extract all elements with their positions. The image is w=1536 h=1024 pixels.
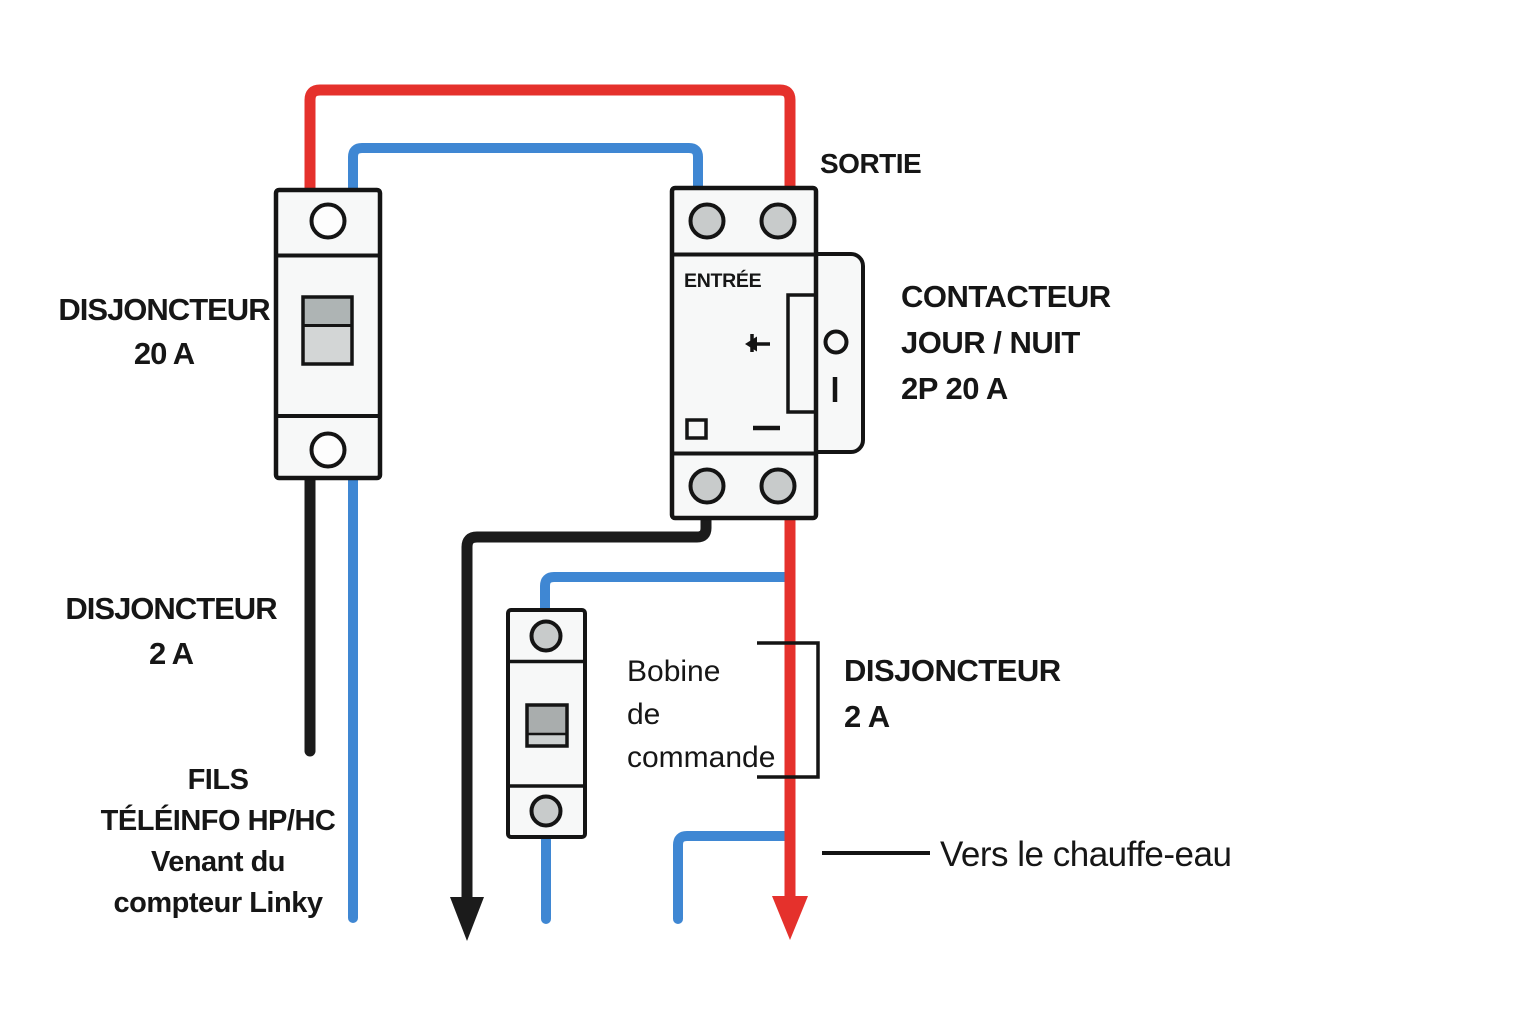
manual-override-icon	[745, 334, 770, 352]
contactor-terminal-bottom-right	[759, 467, 797, 505]
disjoncteur-20a-device	[273, 187, 383, 481]
label-line: DISJONCTEUR	[58, 292, 270, 327]
annotations	[757, 641, 930, 855]
label-line: de	[627, 698, 661, 731]
label-disjoncteur-20a: DISJONCTEUR 20 A	[35, 288, 293, 376]
label-line: FILS	[187, 764, 249, 796]
contactor-body	[669, 185, 819, 521]
phase-wire-top	[304, 84, 796, 196]
label-line: CONTACTEUR	[901, 279, 1111, 314]
label-line: commande	[627, 741, 776, 774]
breaker2-switch-top	[527, 705, 567, 733]
contact-open-symbol	[823, 329, 849, 355]
breaker2-switch-outline	[525, 703, 569, 748]
breaker20-switch-outline	[301, 295, 354, 366]
label-disjoncteur-2a-right: DISJONCTEUR 2 A	[844, 648, 1061, 740]
label-line: DISJONCTEUR	[65, 591, 277, 626]
label-contacteur-jour-nuit: CONTACTEUR JOUR / NUIT 2P 20 A	[901, 274, 1111, 412]
label-fils-teleinfo: FILS TÉLÉINFO HP/HC Venant du compteur L…	[88, 760, 348, 924]
neutral-wire-output	[673, 831, 793, 924]
label-line: JOUR / NUIT	[901, 325, 1080, 360]
phase-down-arrowhead	[772, 896, 808, 940]
contactor-terminal-top-right	[759, 202, 797, 240]
neutral-wire-coil	[540, 572, 793, 623]
label-line: TÉLÉINFO HP/HC	[100, 805, 336, 837]
label-line: Venant du	[150, 846, 286, 878]
label-line: Bobine	[627, 655, 721, 688]
pilot-wire-contactor	[461, 512, 712, 899]
label-line: 20 A	[133, 336, 195, 371]
contactor-indicator-square	[685, 418, 708, 440]
contacteur-device	[669, 185, 865, 521]
disjoncteur-2a-device	[506, 608, 587, 839]
contactor-terminal-bottom-left	[688, 467, 726, 505]
label-line: 2 A	[148, 636, 194, 671]
contactor-terminal-top-left	[688, 202, 726, 240]
label-entree: ENTRÉE	[684, 270, 762, 292]
contactor-inner-bracket	[786, 293, 816, 414]
breaker20-terminal-bottom	[309, 431, 347, 469]
pilot-down-arrowhead	[450, 897, 484, 941]
breaker20-terminal-top	[309, 202, 347, 240]
label-disjoncteur-2a-left: DISJONCTEUR 2 A	[42, 586, 300, 676]
label-sortie: SORTIE	[820, 148, 922, 179]
label-line: 2P 20 A	[901, 371, 1008, 406]
label-vers-chauffe-eau: Vers le chauffe-eau	[940, 835, 1232, 874]
label-line: compteur Linky	[113, 887, 323, 919]
wires	[304, 84, 808, 941]
breaker2a-bracket	[757, 641, 820, 779]
neutral-wire-top	[348, 143, 703, 196]
label-line: 2 A	[844, 699, 890, 734]
label-line: DISJONCTEUR	[844, 653, 1061, 688]
label-bobine-de-commande: Bobine de commande	[627, 650, 775, 779]
breaker2-terminal-top	[529, 619, 563, 653]
breaker20-switch-top	[303, 297, 352, 325]
breaker2-terminal-bottom	[529, 794, 563, 828]
